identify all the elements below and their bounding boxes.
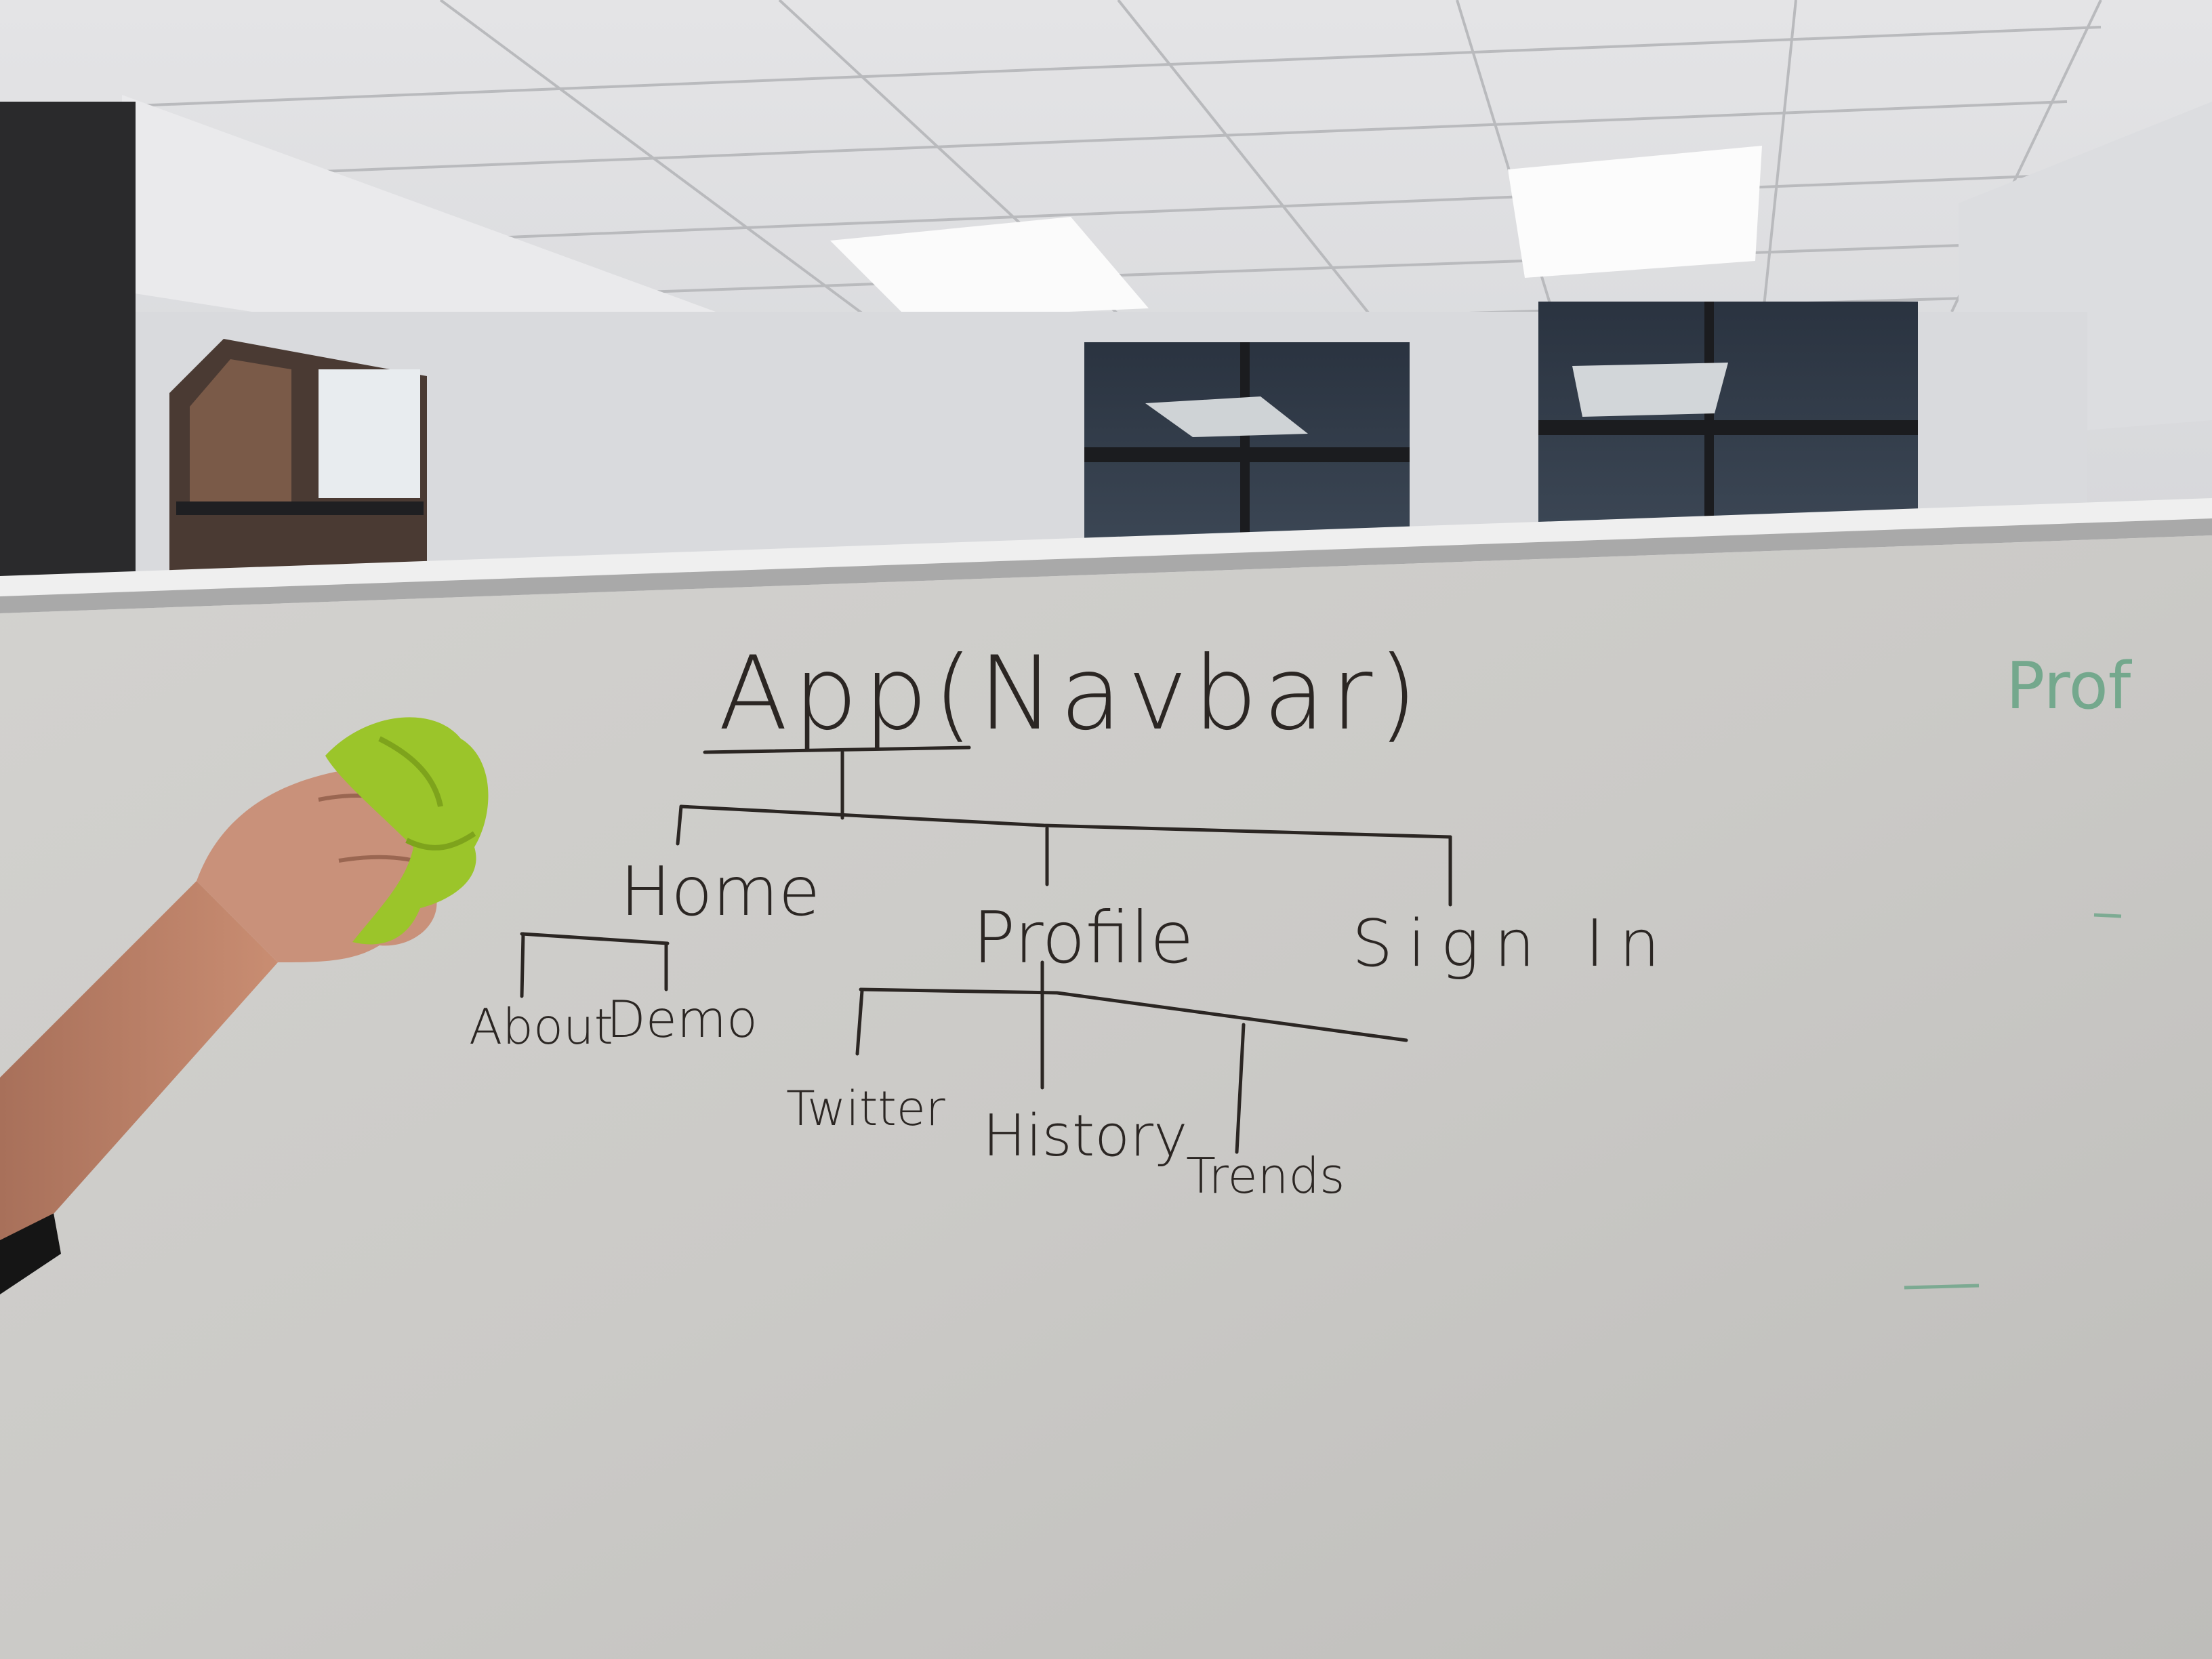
node-home: Home [620,852,820,931]
node-trends: Trends [1186,1147,1345,1204]
faded-green-text: Prof [2006,649,2133,724]
title-app-navbar: App(Navbar) [718,635,1423,753]
node-history: History [983,1103,1187,1170]
node-profile: Profile [972,897,1193,979]
ceiling-light-right [1508,146,1762,278]
arm-with-cloth [0,717,489,1294]
node-about: About [469,998,613,1055]
whiteboard-frame [0,498,2212,613]
cleaning-cloth [325,717,489,945]
diagram-connectors [520,745,1452,1154]
node-demo: Demo [607,989,758,1049]
whiteboard-surface [0,535,2212,1659]
node-twitter: Twitter [786,1081,945,1136]
green-marks [1904,913,2122,1290]
ceiling-light-left [830,217,1149,319]
diagram-text: App(Navbar) Home Profile Sign In About D… [469,635,2133,1204]
node-sign-in: Sign In [1352,907,1675,981]
